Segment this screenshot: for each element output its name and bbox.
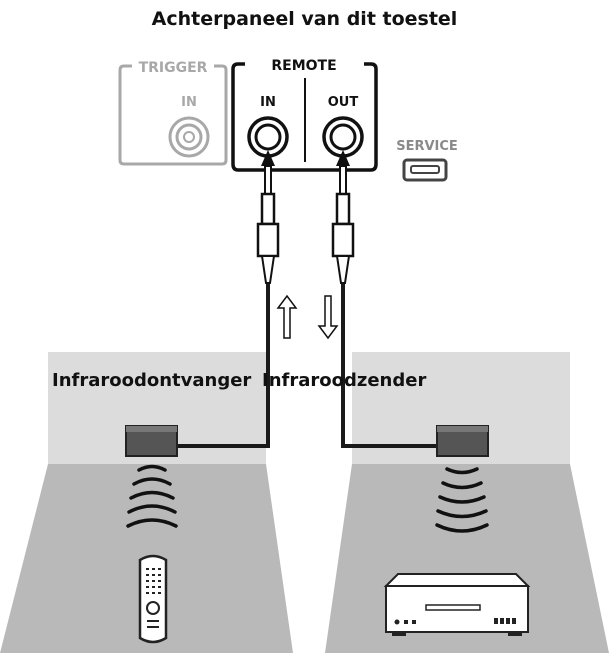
ir-emitter-box [436,425,489,457]
remote-section: REMOTE IN OUT [231,58,378,172]
emitter-label: Infraroodzender [262,370,427,391]
ir-wave-icon [126,464,178,528]
trigger-in-label: IN [181,95,197,110]
remote-out-label: OUT [328,95,359,110]
emitter-cable [317,150,437,448]
receiver-cable [177,150,298,448]
trigger-label: TRIGGER [139,60,208,76]
service-label: SERVICE [396,139,458,154]
signal-arrow-icon [276,294,298,339]
ir-receiver-box [125,425,178,457]
mini-plug-icon [331,150,355,284]
jack-socket-icon [168,116,210,158]
usb-port-icon [402,158,448,182]
signal-arrow-icon [317,295,339,340]
receiver-label: Infraroodontvanger [52,370,252,391]
cd-player-icon [383,573,531,636]
page-title: Achterpaneel van dit toestel [151,8,458,30]
remote-label: REMOTE [271,58,336,74]
remote-in-label: IN [260,95,276,110]
ir-wave-icon [435,467,489,533]
service-port: SERVICE [396,139,458,182]
mini-plug-icon [256,150,280,284]
trigger-section: TRIGGER IN [118,60,228,166]
remote-control-icon [138,554,168,644]
